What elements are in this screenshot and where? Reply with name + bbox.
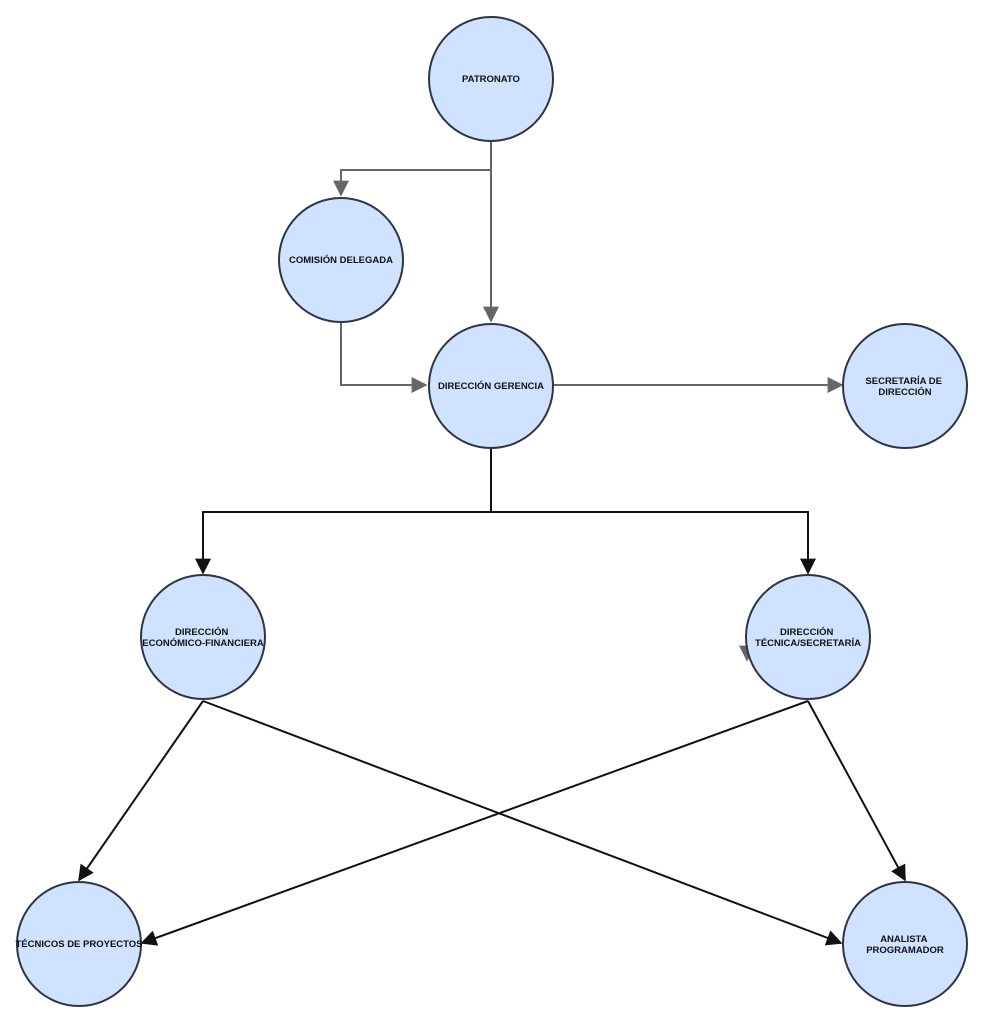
node-analista-programador[interactable]: ANALISTA PROGRAMADOR [842, 881, 968, 1007]
node-direccion-tecnica-secretaria-label: DIRECCIÓN TÉCNICA/SECRETARÍA [755, 626, 861, 649]
nodes: PATRONATO COMISIÓN DELEGADA DIRECCIÓN GE… [15, 16, 968, 1007]
edge-patronato-to-comision-delegada [333, 142, 492, 197]
node-secretaria-direccion[interactable]: SECRETARÍA DE DIRECCIÓN [842, 323, 968, 449]
edge-economico-financiera-to-tecnicos-proyectos [78, 700, 204, 882]
node-direccion-tecnica-secretaria[interactable]: DIRECCIÓN TÉCNICA/SECRETARÍA [745, 574, 871, 700]
edges [78, 142, 906, 946]
edge-tecnica-secretaria-to-tecnicos-proyectos [140, 700, 809, 946]
node-direccion-economico-financiera[interactable]: DIRECCIÓN ECONÓMICO-FINANCIERA [140, 574, 266, 700]
node-patronato[interactable]: PATRONATO [428, 16, 554, 142]
node-direccion-gerencia[interactable]: DIRECCIÓN GERENCIA [428, 323, 554, 449]
node-tecnicos-proyectos-label: TÉCNICOS DE PROYECTOS [15, 939, 142, 950]
node-comision-delegada-label: COMISIÓN DELEGADA [289, 254, 393, 266]
node-secretaria-direccion-label: SECRETARÍA DE DIRECCIÓN [865, 376, 944, 398]
node-tecnicos-proyectos[interactable]: TÉCNICOS DE PROYECTOS [15, 881, 143, 1007]
edge-economico-financiera-to-analista-programador [202, 700, 843, 946]
node-patronato-label: PATRONATO [462, 74, 520, 85]
node-direccion-economico-financiera-label: DIRECCIÓN ECONÓMICO-FINANCIERA [142, 626, 264, 649]
node-analista-programador-label: ANALISTA PROGRAMADOR [866, 934, 944, 956]
node-comision-delegada[interactable]: COMISIÓN DELEGADA [278, 197, 404, 323]
edge-comision-delegada-to-direccion-gerencia [340, 323, 428, 393]
edge-gerencia-to-direccion-economico-financiera [195, 511, 491, 575]
node-direccion-gerencia-label: DIRECCIÓN GERENCIA [438, 380, 544, 392]
edge-tecnica-secretaria-to-analista-programador [807, 700, 906, 882]
edge-gerencia-to-direccion-tecnica-secretaria [491, 511, 816, 575]
